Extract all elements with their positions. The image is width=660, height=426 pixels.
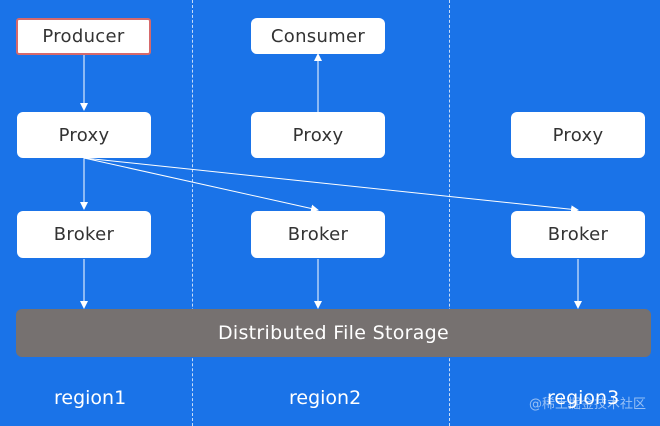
proxy-label-region3: Proxy	[552, 124, 604, 146]
consumer-node: Consumer	[251, 18, 385, 54]
region-label-3: region3	[547, 387, 620, 409]
watermark: @稀土掘金技术社区	[528, 397, 646, 412]
producer-label: Producer	[42, 26, 125, 47]
region-label-1: region1	[54, 387, 127, 409]
distributed-file-storage: Distributed File Storage	[16, 309, 651, 357]
region-divider-2	[449, 0, 450, 426]
broker-node-region1: Broker	[17, 211, 151, 258]
broker-label-region1: Broker	[53, 224, 115, 245]
region-divider-1	[192, 0, 193, 426]
broker-node-region2: Broker	[251, 211, 385, 258]
broker-node-region3: Broker	[511, 211, 645, 258]
proxy-label-region1: Proxy	[58, 124, 110, 146]
storage-label: Distributed File Storage	[217, 322, 450, 344]
proxy-node-region1: Proxy	[17, 112, 151, 158]
broker-label-region3: Broker	[547, 224, 609, 245]
arrow-proxy-region1-to-broker-region2	[83, 157, 319, 213]
proxy-node-region2: Proxy	[251, 112, 385, 158]
arrow-proxy-region1-to-broker-region3	[83, 157, 579, 214]
producer-node: Producer	[16, 18, 151, 55]
proxy-label-region2: Proxy	[292, 124, 344, 146]
broker-label-region2: Broker	[287, 224, 349, 245]
region-label-2: region2	[289, 387, 362, 409]
consumer-label: Consumer	[270, 25, 366, 47]
proxy-node-region3: Proxy	[511, 112, 645, 158]
